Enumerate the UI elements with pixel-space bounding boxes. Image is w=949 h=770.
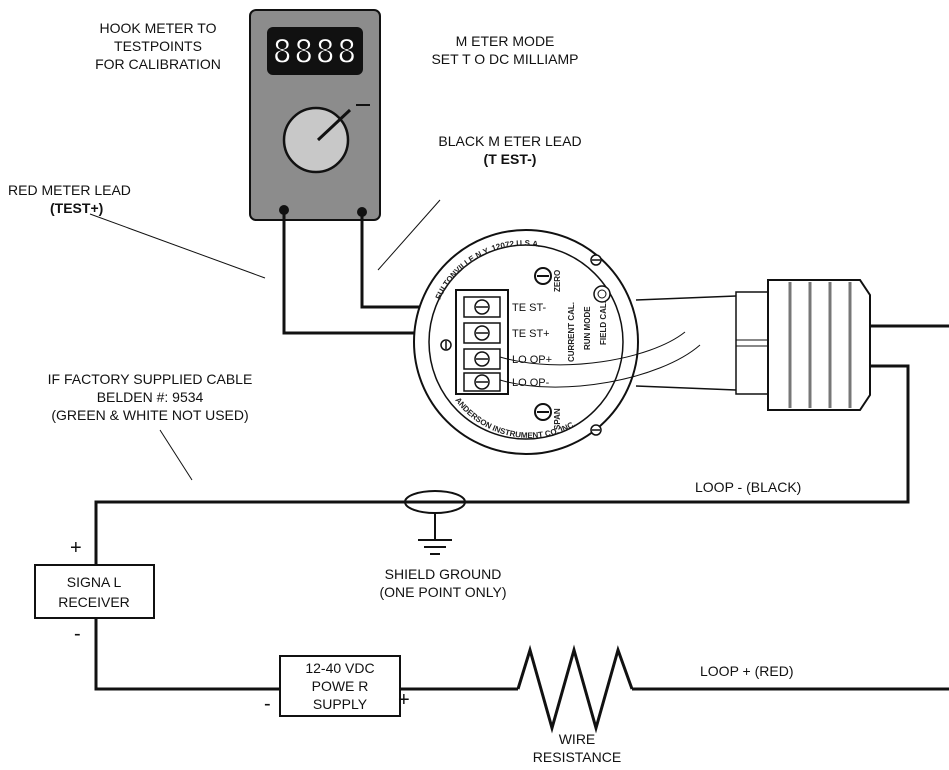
shield-ground-label-2: (ONE POINT ONLY) [379,584,506,600]
fitting-gland [767,279,871,411]
meter-mode-label-2: SET T O DC MILLIAMP [431,51,578,67]
factory-cable-label-2: BELDEN #: 9534 [97,389,204,405]
internal-loop-wire-2 [499,344,701,388]
terminal-label-loop-plus: LO OP+ [512,354,552,366]
signal-receiver-minus: - [74,623,81,645]
hook-meter-label-2: TESTPOINTS [114,38,202,54]
power-supply: 12-40 VDC POWE R SUPPLY - + [264,655,410,717]
red-lead-callout-line [89,213,266,279]
red-lead-label-2: (TEST+) [50,200,103,216]
loop-minus-label: LOOP - (BLACK) [695,479,801,495]
transmitter: FULTONVILLE N.Y. 12072 U.S.A. ANDERSON I… [413,229,701,455]
power-supply-line-2: POWE R [312,678,369,694]
shield-ground-label-1: SHIELD GROUND [385,566,502,582]
cable-callout-line [159,429,193,481]
terminal-label-loop-minus: LO OP- [512,377,550,389]
loop-minus-wire [94,364,910,565]
black-lead-label-2: (T EST-) [484,151,537,167]
fitting-nut [735,291,769,395]
cal-label-field: FIELD CAL. [599,301,608,345]
power-supply-plus: + [398,689,410,711]
meter-dial [282,106,350,174]
meter-dial-pointer [316,108,352,142]
wire-resistance-label-1: WIRE [559,731,596,747]
span-label: SPAN [553,408,562,430]
cal-label-run: RUN MODE [583,306,592,350]
zero-label: ZERO [553,270,562,292]
meter-mode-label-1: M ETER MODE [456,33,555,49]
power-supply-line-1: 12-40 VDC [305,660,374,676]
signal-receiver: SIGNA L RECEIVER + - [34,537,155,645]
factory-cable-label-1: IF FACTORY SUPPLIED CABLE [48,371,253,387]
terminal-label-test-minus: TE ST- [512,302,547,314]
power-supply-line-3: SUPPLY [313,696,368,712]
power-supply-minus: - [264,693,271,715]
shield-ground-symbol [404,490,466,555]
multimeter: 8888 [249,9,381,221]
wire-resistance-label-2: RESISTANCE [533,749,621,765]
terminal-label-test-plus: TE ST+ [512,328,550,340]
meter-display: 8888 [272,32,358,72]
signal-receiver-line-2: RECEIVER [58,594,130,610]
wire-resistance-zigzag [516,644,634,734]
cal-label-current: CURRENT CAL. [567,302,576,362]
black-lead-label-1: BLACK M ETER LEAD [438,133,581,149]
signal-receiver-plus: + [70,537,82,559]
black-lead-callout-line [377,199,441,271]
internal-loop-wire [499,331,686,366]
factory-cable-label-3: (GREEN & WHITE NOT USED) [51,407,248,423]
conduit-fitting [635,279,871,411]
loop-plus-label: LOOP + (RED) [700,663,794,679]
hook-meter-label-1: HOOK METER TO [100,20,217,36]
meter-display-window [267,27,363,75]
receiver-to-supply-wire [94,618,280,691]
red-lead-label-1: RED METER LEAD [8,182,131,198]
signal-receiver-line-1: SIGNA L [67,574,122,590]
hook-meter-label-3: FOR CALIBRATION [95,56,221,72]
